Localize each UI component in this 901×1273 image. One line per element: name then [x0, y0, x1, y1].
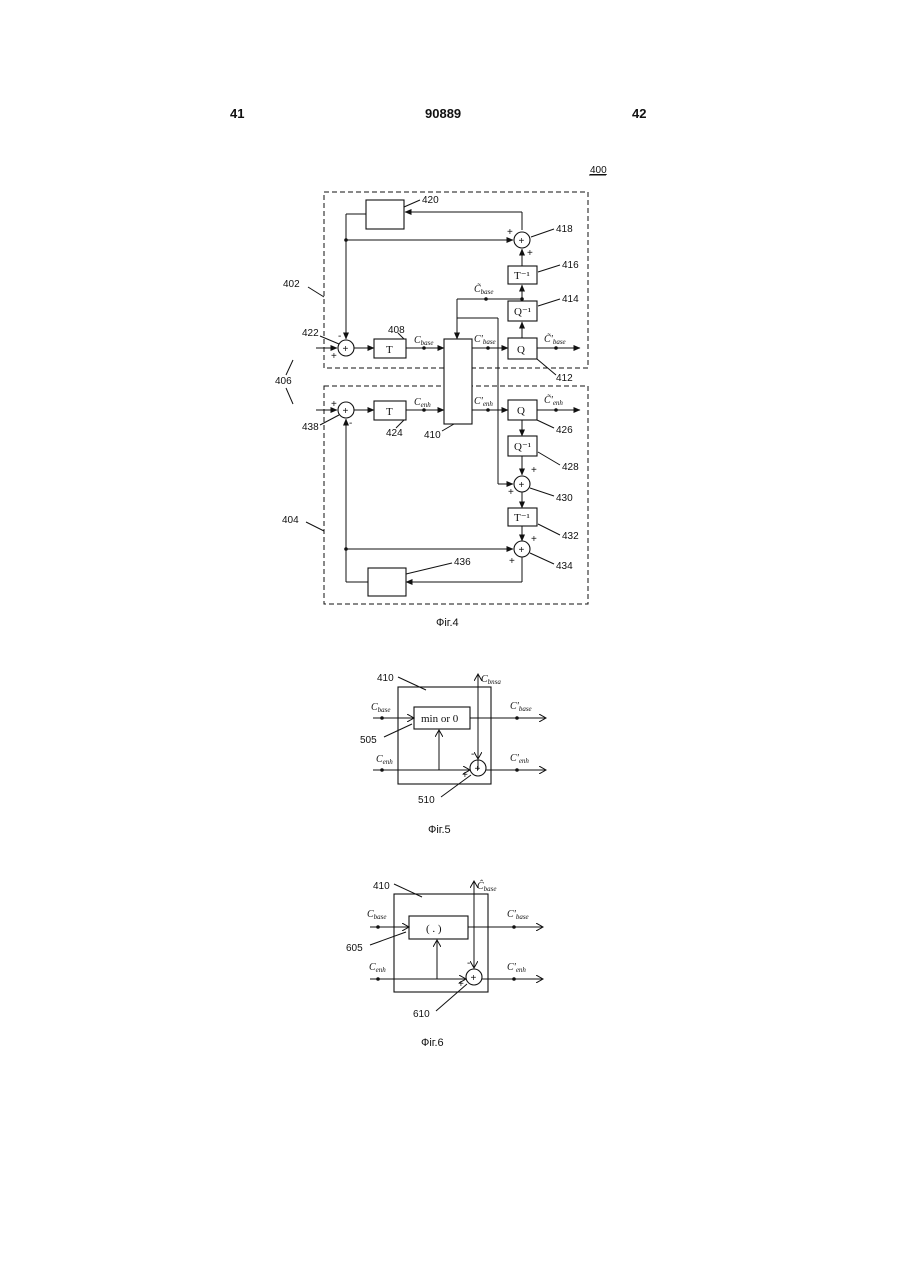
- svg-text:404: 404: [282, 515, 299, 526]
- svg-text:436: 436: [454, 557, 471, 568]
- svg-text:+: +: [343, 344, 349, 355]
- svg-text:Cenh: Cenh: [376, 754, 393, 766]
- svg-text:410: 410: [373, 881, 390, 892]
- svg-text:C'enh: C'enh: [510, 753, 529, 765]
- svg-text:Cenh: Cenh: [369, 962, 386, 974]
- svg-text:Cbnsa: Cbnsa: [481, 674, 501, 686]
- svg-text:434: 434: [556, 561, 573, 572]
- block-420: [366, 200, 404, 229]
- svg-text:605: 605: [346, 943, 363, 954]
- svg-text:min or 0: min or 0: [421, 713, 459, 725]
- svg-text:418: 418: [556, 224, 573, 235]
- svg-text:T: T: [386, 406, 393, 418]
- label-cprime-enh: C'enh: [474, 396, 493, 408]
- svg-text:T⁻¹: T⁻¹: [514, 512, 530, 524]
- figure-4-caption: Фіг.4: [436, 617, 459, 629]
- figure-4: 400 + + + T⁻¹ Q⁻¹ Q + - +: [275, 165, 607, 604]
- svg-text:T: T: [386, 344, 393, 356]
- svg-text:+: +: [509, 556, 515, 567]
- svg-text:410: 410: [377, 673, 394, 684]
- svg-text:408: 408: [388, 325, 405, 336]
- svg-text:Cbase: Cbase: [367, 909, 387, 921]
- svg-text:C'base: C'base: [507, 909, 529, 921]
- label-c-base: Cbase: [414, 335, 434, 347]
- svg-text:+: +: [331, 351, 337, 362]
- ref-400: 400: [590, 165, 607, 176]
- svg-text:C'base: C'base: [510, 701, 532, 713]
- svg-text:T⁻¹: T⁻¹: [514, 270, 530, 282]
- svg-text:422: 422: [302, 328, 319, 339]
- svg-text:Ĉbase: Ĉbase: [477, 880, 497, 893]
- svg-text:C'enh: C'enh: [507, 962, 526, 974]
- svg-text:416: 416: [562, 260, 579, 271]
- svg-text:432: 432: [562, 531, 579, 542]
- svg-text:Q: Q: [517, 405, 525, 417]
- svg-text:438: 438: [302, 422, 319, 433]
- svg-text:( . ): ( . ): [426, 923, 442, 935]
- label-c-enh: Cenh: [414, 397, 431, 409]
- figure-6: ( . ) + - + 410 605 610 Cbase Cenh C'bas…: [346, 880, 543, 1020]
- svg-text:510: 510: [418, 795, 435, 806]
- svg-text:+: +: [471, 973, 477, 984]
- block-410-combiner: [444, 339, 472, 424]
- svg-text:420: 420: [422, 195, 439, 206]
- svg-text:426: 426: [556, 425, 573, 436]
- svg-text:Q⁻¹: Q⁻¹: [514, 441, 531, 453]
- svg-text:+: +: [531, 534, 537, 545]
- svg-text:428: 428: [562, 462, 579, 473]
- svg-text:430: 430: [556, 493, 573, 504]
- svg-text:+: +: [519, 545, 525, 556]
- svg-text:Q⁻¹: Q⁻¹: [514, 306, 531, 318]
- figure-5: min or 0 + - + 410 505 510 Cbase Cenh C'…: [360, 673, 546, 806]
- svg-text:+: +: [508, 487, 514, 498]
- label-cprime-base: C'base: [474, 334, 496, 346]
- svg-text:505: 505: [360, 735, 377, 746]
- svg-text:-: -: [338, 331, 341, 342]
- svg-text:424: 424: [386, 428, 403, 439]
- svg-text:+: +: [331, 399, 337, 410]
- svg-text:406: 406: [275, 376, 292, 387]
- label-ctilde-prime-enh: C̃'enh: [544, 393, 563, 407]
- svg-text:+: +: [343, 406, 349, 417]
- svg-text:+: +: [531, 465, 537, 476]
- svg-text:+: +: [519, 480, 525, 491]
- label-ctilde-base: C̃base: [474, 282, 494, 296]
- svg-text:410: 410: [424, 430, 441, 441]
- svg-text:+: +: [458, 979, 464, 990]
- svg-text:412: 412: [556, 373, 573, 384]
- svg-text:+: +: [519, 236, 525, 247]
- svg-text:+: +: [507, 227, 513, 238]
- block-436: [368, 568, 406, 596]
- svg-text:Cbase: Cbase: [371, 702, 391, 714]
- svg-text:+: +: [527, 248, 533, 259]
- svg-text:610: 610: [413, 1009, 430, 1020]
- figure-6-caption: Фіг.6: [421, 1037, 444, 1049]
- figure-5-caption: Фіг.5: [428, 824, 451, 836]
- svg-text:Q: Q: [517, 344, 525, 356]
- svg-text:-: -: [349, 418, 352, 429]
- svg-text:402: 402: [283, 279, 300, 290]
- label-ctilde-prime-base: C̃'base: [544, 332, 566, 346]
- svg-text:414: 414: [562, 294, 579, 305]
- svg-text:-: -: [471, 749, 474, 760]
- svg-text:-: -: [467, 958, 470, 969]
